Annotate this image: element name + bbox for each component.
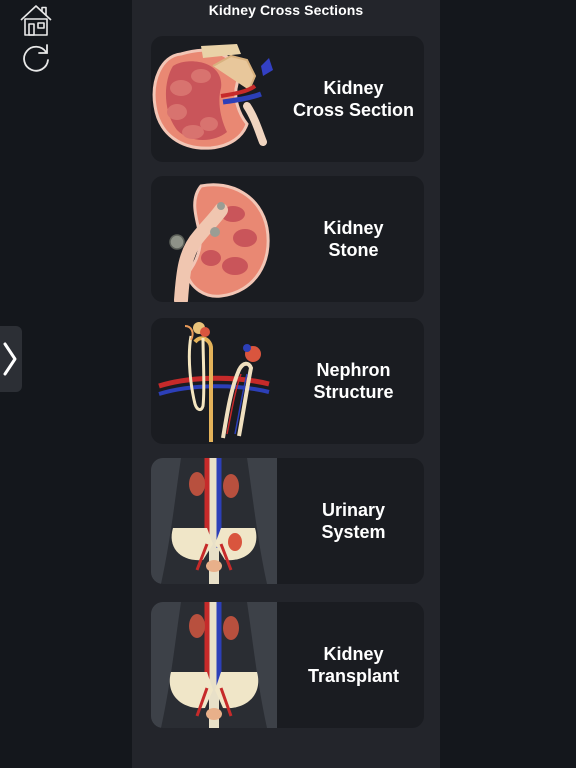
card-label: Urinary System xyxy=(321,500,386,542)
left-margin xyxy=(0,0,132,768)
nephron-structure-illustration xyxy=(158,322,270,442)
chevron-right-icon xyxy=(3,342,17,376)
card-label: Kidney Cross Section xyxy=(292,78,415,120)
home-button[interactable] xyxy=(18,2,54,38)
kidney-stone-illustration xyxy=(169,183,270,302)
page-title: Kidney Cross Sections xyxy=(208,2,364,18)
card-urinary-system[interactable]: Urinary System xyxy=(151,458,424,584)
kidney-transplant-illustration xyxy=(151,602,277,728)
refresh-icon xyxy=(23,44,49,72)
card-label: Kidney Transplant xyxy=(307,644,400,686)
card-kidney-transplant[interactable]: Kidney Transplant xyxy=(151,602,424,728)
refresh-button[interactable] xyxy=(18,40,54,76)
card-label: Nephron Structure xyxy=(313,360,394,402)
home-icon xyxy=(20,5,52,36)
card-kidney-cross-section[interactable]: Kidney Cross Section xyxy=(151,36,424,162)
card-nephron-structure[interactable]: Nephron Structure xyxy=(151,318,424,444)
right-margin xyxy=(440,0,576,768)
card-kidney-stone[interactable]: Kidney Stone xyxy=(151,176,424,302)
card-label: Kidney Stone xyxy=(323,218,384,260)
kidney-cross-section-illustration xyxy=(152,44,273,150)
drawer-toggle[interactable] xyxy=(0,326,22,392)
urinary-system-illustration xyxy=(151,458,277,584)
